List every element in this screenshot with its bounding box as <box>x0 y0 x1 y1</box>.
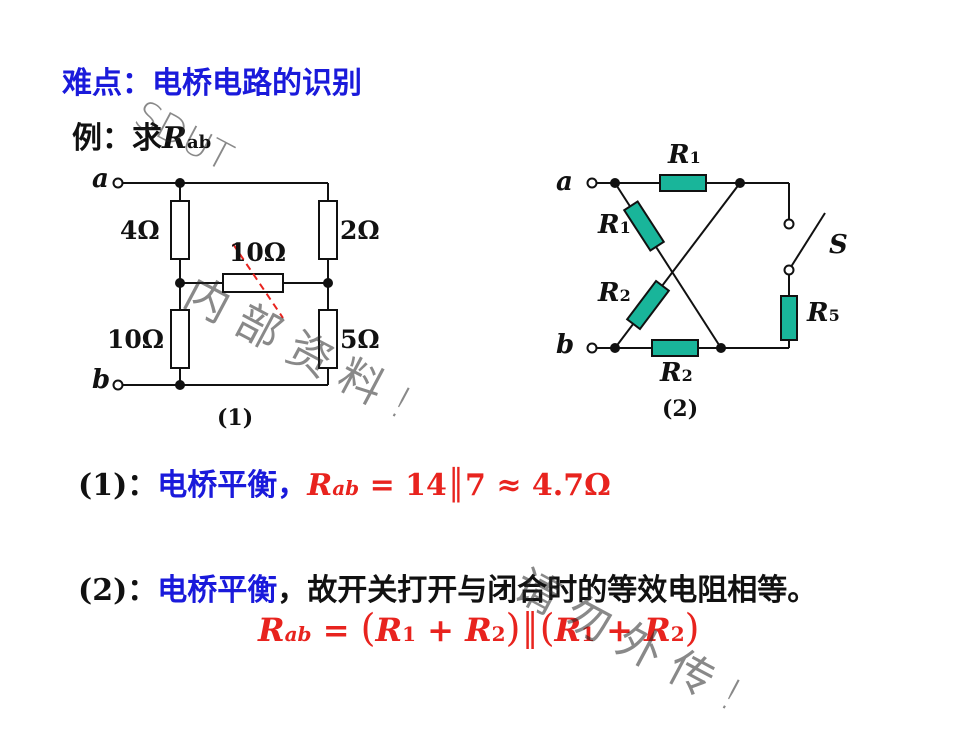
answer-1: (1)：电桥平衡，Rab = 14║7 ≈ 4.7Ω <box>78 468 611 503</box>
resistor-r5 <box>780 295 798 341</box>
answer-1-label: (1) <box>78 468 128 503</box>
answer-1-formula: Rab = 14║7 ≈ 4.7Ω <box>307 468 611 503</box>
page-title: 难点：电桥电路的识别 <box>62 66 362 101</box>
terminal-b-2 <box>586 342 598 354</box>
c1-caption: (1) <box>217 405 254 431</box>
c2-caption: (2) <box>662 396 699 422</box>
c1-label-10ohm: 10Ω <box>107 325 165 354</box>
resistor-5ohm <box>318 309 338 369</box>
c1-label-bridge-10ohm: 10Ω <box>229 238 287 267</box>
c1-label-5ohm: 5Ω <box>340 325 380 354</box>
example-line: 例：求Rab <box>72 113 211 157</box>
c2-label-r2-diag: R2 <box>598 278 631 308</box>
terminal-b-1 <box>112 379 124 391</box>
c2-label-r1-top: R1 <box>668 140 701 170</box>
answer-2: (2)：电桥平衡，故开关打开与闭合时的等效电阻相等。 <box>78 573 818 608</box>
answer-2-text: 电桥平衡 <box>157 573 278 608</box>
bridge-cut-line <box>232 243 284 319</box>
c2-node-a: a <box>556 167 573 197</box>
answer-2-formula: Rab = (R1 + R2)║(R1 + R2) <box>258 606 700 650</box>
c2-label-r2-bottom: R2 <box>660 358 693 388</box>
answer-2-label: (2) <box>78 573 128 608</box>
switch-contact-top <box>783 218 795 230</box>
answer-1-text: 电桥平衡， <box>157 468 308 503</box>
example-prefix: 例：求 <box>72 121 162 156</box>
example-ab-sub: ab <box>186 132 212 153</box>
resistor-2ohm <box>318 200 338 260</box>
c2-node-b: b <box>556 330 575 360</box>
c2-label-r1-diag: R1 <box>598 210 631 240</box>
resistor-4ohm <box>170 200 190 260</box>
answer-2-rest: ，故开关打开与闭合时的等效电阻相等。 <box>277 573 818 608</box>
c1-node-a: a <box>92 164 109 194</box>
switch-contact-bottom <box>783 264 795 276</box>
resistor-r2-bottom <box>651 339 699 357</box>
c1-node-b: b <box>92 365 111 395</box>
c2-label-switch: S <box>829 230 848 260</box>
c2-label-r5: R5 <box>807 298 840 328</box>
resistor-10ohm-left <box>170 309 190 369</box>
resistor-r2-diagonal <box>625 279 671 331</box>
c1-label-4ohm: 4Ω <box>120 216 160 245</box>
c1-label-2ohm: 2Ω <box>340 216 380 245</box>
terminal-a-1 <box>112 177 124 189</box>
resistor-r1-diagonal <box>622 200 666 252</box>
terminal-a-2 <box>586 177 598 189</box>
resistor-r1-top <box>659 174 707 192</box>
example-r-symbol: R <box>162 121 187 156</box>
